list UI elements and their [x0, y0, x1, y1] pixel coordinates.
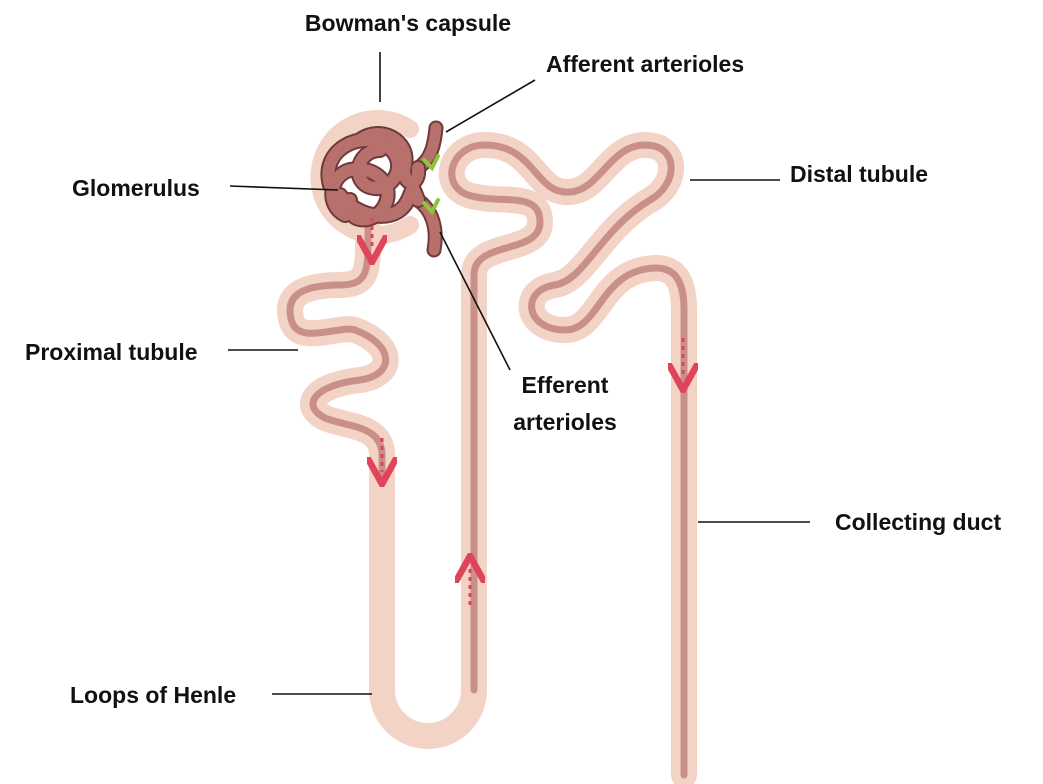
bowmans-capsule-label: Bowman's capsule: [305, 10, 511, 36]
proximal-tubule: [290, 228, 386, 485]
distal-tubule-label: Distal tubule: [790, 161, 928, 187]
efferent-arterioles-label-line1: Efferent: [522, 372, 609, 398]
collecting-duct-label: Collecting duct: [835, 509, 1001, 535]
proximal-tubule-label: Proximal tubule: [25, 339, 198, 365]
loops-of-henle-label: Loops of Henle: [70, 682, 236, 708]
afferent-leader: [446, 80, 535, 132]
glomerulus-label: Glomerulus: [72, 175, 200, 201]
efferent-arterioles-label-line2: arterioles: [513, 409, 617, 435]
afferent-arterioles-label: Afferent arterioles: [546, 51, 744, 77]
glomerulus: [328, 134, 418, 219]
